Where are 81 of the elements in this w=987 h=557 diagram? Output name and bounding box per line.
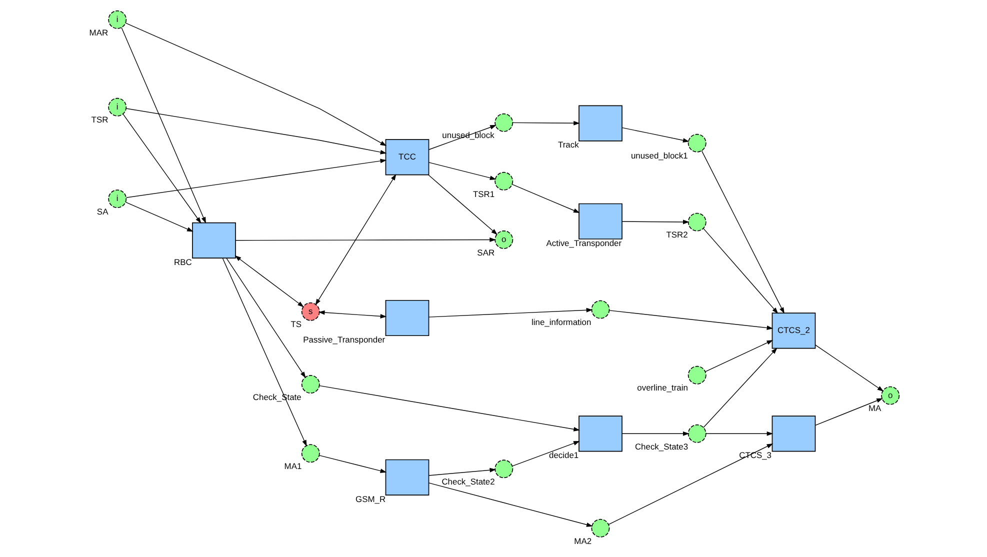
- arrow: [705, 431, 773, 436]
- arrow: [621, 220, 689, 224]
- arrow: [126, 158, 386, 198]
- node-circle: [300, 444, 320, 463]
- node-label: SA: [96, 206, 108, 216]
- node-label: SAR: [476, 247, 494, 258]
- node-circle: [687, 366, 706, 384]
- arrow: [314, 174, 396, 306]
- node-label: unused_block1: [630, 150, 688, 161]
- arrow: [621, 431, 689, 436]
- node-circle: [687, 424, 706, 443]
- arrow: [318, 310, 386, 318]
- node-circle: i: [108, 10, 126, 29]
- node-box: [771, 416, 816, 452]
- node-label: TS: [290, 319, 302, 330]
- arrow: [621, 127, 689, 143]
- node-circle: [687, 134, 706, 152]
- arrow: [120, 27, 206, 224]
- arrow: [226, 258, 306, 378]
- node-label: line_information: [531, 317, 591, 328]
- node-circle: [300, 375, 320, 394]
- arrow: [814, 344, 884, 392]
- arrow: [124, 22, 386, 146]
- node-box: [578, 416, 622, 452]
- node-box: [384, 459, 429, 496]
- arrow: [234, 255, 304, 308]
- node-box: [578, 203, 622, 240]
- arrow: [428, 162, 496, 180]
- arrow: [512, 184, 580, 213]
- node-label: TSR: [90, 114, 108, 125]
- node-label: overline_train: [636, 382, 688, 393]
- arrow: [318, 385, 580, 432]
- node-label: MA2: [574, 536, 592, 546]
- node-label: Check_State2: [441, 476, 494, 487]
- node-circle: [590, 300, 610, 319]
- arrow: [318, 455, 386, 473]
- node-label: MAR: [88, 27, 108, 38]
- arrow: [702, 348, 777, 428]
- node-box: [192, 222, 236, 258]
- node-box: [384, 300, 429, 336]
- arrow: [512, 120, 580, 126]
- node-label: Check_State3: [634, 441, 688, 452]
- node-circle: [494, 113, 513, 132]
- arrow: [125, 108, 386, 154]
- arrow: [704, 340, 773, 372]
- node-box: CTCS_2: [771, 312, 816, 349]
- arrow: [512, 441, 580, 466]
- arrow: [428, 468, 496, 476]
- node-label: MA1: [284, 460, 302, 471]
- arrow: [428, 174, 498, 235]
- arrow: [125, 202, 193, 232]
- arrow: [608, 443, 773, 525]
- arrow: [222, 258, 306, 446]
- node-label: TSR1: [472, 188, 494, 199]
- node-circle: [494, 172, 513, 190]
- node-circle: [494, 460, 513, 478]
- arrow: [122, 114, 201, 224]
- node-circle: i: [108, 190, 126, 208]
- node-circle: o: [494, 230, 513, 249]
- node-label: MA: [868, 403, 881, 414]
- arrow: [234, 238, 496, 242]
- node-box: TCC: [384, 139, 429, 176]
- node-label: TSR2: [666, 230, 688, 240]
- node-label: Track: [557, 140, 578, 150]
- arrow: [702, 228, 778, 314]
- node-circle: s: [300, 302, 320, 321]
- node-label: GSM_R: [355, 494, 386, 504]
- arrow: [608, 310, 773, 330]
- arrow: [700, 150, 784, 314]
- node-label: RBC: [174, 256, 192, 267]
- node-box: [578, 105, 622, 142]
- node-label: Passive_Transponder: [302, 334, 385, 344]
- node-circle: [590, 518, 610, 538]
- node-circle: [687, 212, 706, 232]
- node-label: Active_Transponder: [546, 238, 622, 248]
- node-label: decide1: [548, 450, 578, 460]
- arrow: [814, 398, 882, 426]
- arrow: [428, 482, 592, 527]
- node-circle: o: [880, 386, 900, 405]
- node-circle: i: [108, 98, 126, 116]
- arrow: [428, 308, 592, 318]
